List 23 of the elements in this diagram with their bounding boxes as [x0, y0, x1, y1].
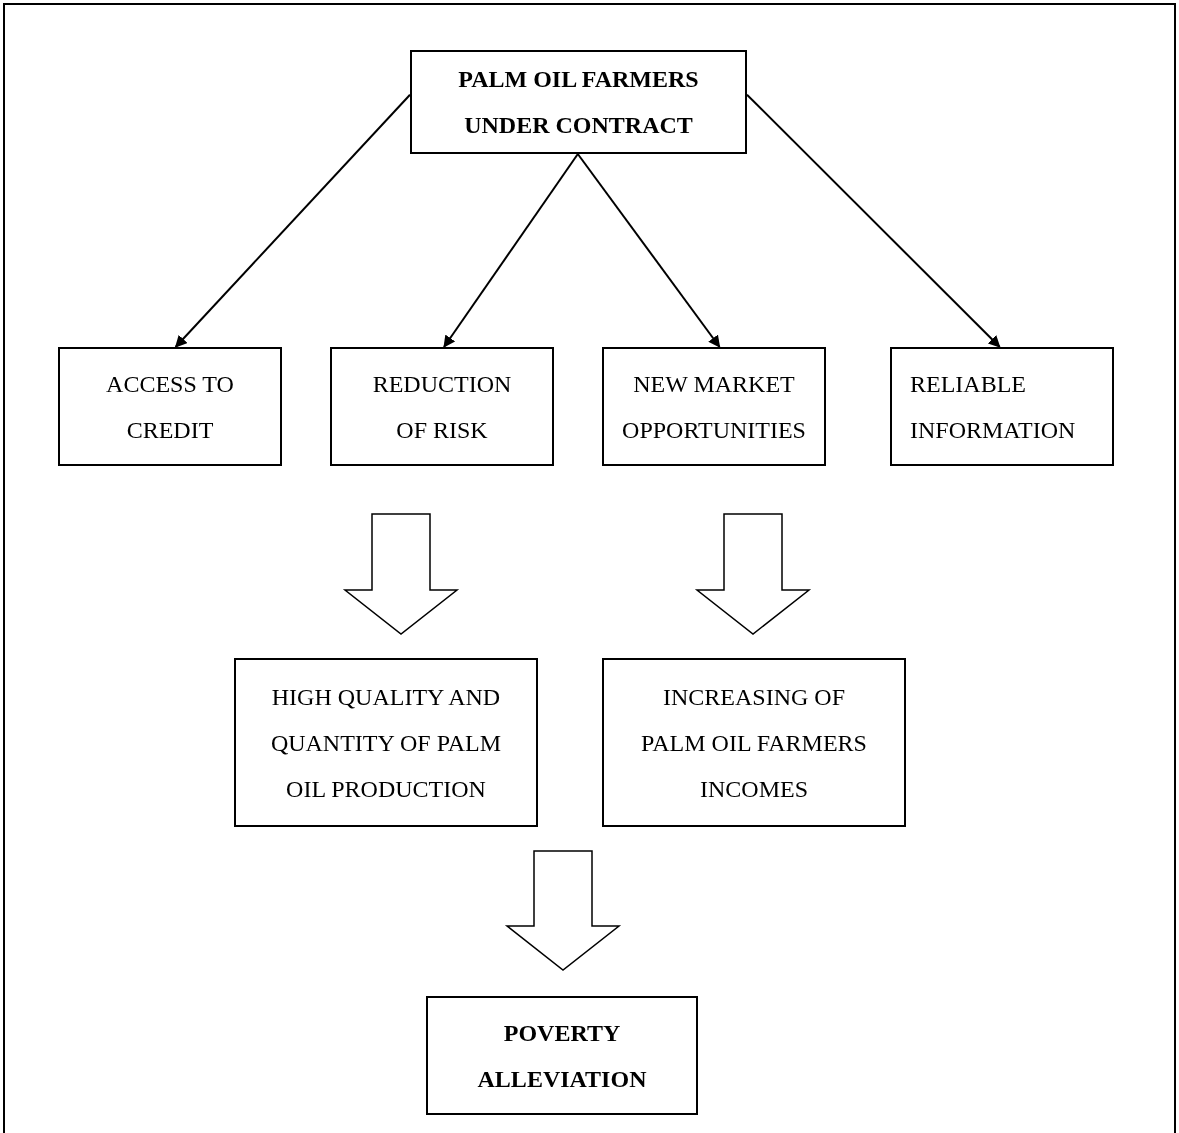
block-arrow [504, 850, 622, 971]
box-text: RELIABLE INFORMATION [910, 369, 1077, 445]
box-text: POVERTY ALLEVIATION [476, 1018, 648, 1094]
process-box [426, 996, 698, 1115]
box-text: HIGH QUALITY AND QUANTITY OF PALM OIL PRODUCTION [269, 682, 503, 804]
box-text: PALM OIL FARMERS UNDER CONTRACT [457, 65, 700, 140]
process-box [58, 347, 282, 466]
arrow [576, 153, 721, 348]
process-box [330, 347, 554, 466]
arrow [443, 153, 579, 348]
box-text: ACCESS TO CREDIT [105, 369, 235, 445]
process-box [234, 658, 538, 827]
box-text: INCREASING OF PALM OIL FARMERS INCOMES [640, 682, 868, 804]
block-arrow [342, 513, 460, 635]
box-text: NEW MARKET OPPORTUNITIES [621, 369, 807, 445]
process-box [410, 50, 747, 154]
arrow [174, 93, 411, 348]
box-text: REDUCTION OF RISK [371, 369, 513, 445]
process-box [602, 347, 826, 466]
arrow [746, 93, 1001, 348]
process-box [890, 347, 1114, 466]
process-box [602, 658, 906, 827]
block-arrow [694, 513, 812, 635]
